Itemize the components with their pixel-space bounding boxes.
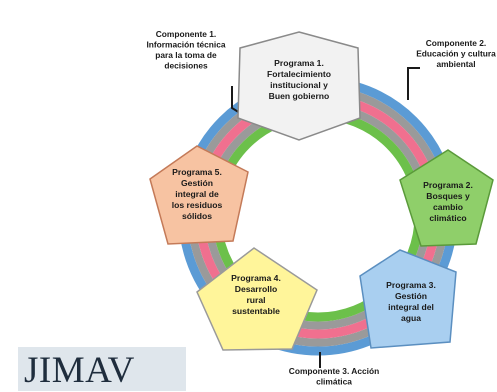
label-line: Programa 4. [231, 273, 281, 283]
label-line: Programa 3. [386, 280, 436, 290]
label-line: integral del [388, 302, 434, 312]
label-line: Programa 2. [423, 180, 473, 190]
label-line: Información técnica [146, 40, 225, 50]
label-line: climática [316, 377, 352, 387]
label-line: Bosques y [426, 191, 470, 201]
label-line: Fortalecimiento [267, 69, 331, 79]
label-line: rural [246, 295, 265, 305]
label-line: Buen gobierno [269, 91, 330, 101]
watermark-text: JIMAV [24, 350, 135, 391]
label-line: sustentable [232, 306, 280, 316]
program-1-pentagon [237, 31, 361, 141]
program-3-pentagon [359, 249, 457, 349]
label-line: Componente 3. Acción [289, 366, 379, 376]
label-line: integral de [175, 189, 219, 199]
label-line: Componente 2. [426, 38, 487, 48]
label-line: los residuos [172, 200, 223, 210]
label-line: Programa 1. [274, 58, 324, 68]
program-5-pentagon [149, 145, 249, 245]
label-line: institucional y [270, 80, 328, 90]
program-4-pentagon [196, 247, 318, 351]
label-line: Gestión [395, 291, 427, 301]
label-line: Educación y cultura [416, 49, 496, 59]
label-line: Gestión [181, 178, 213, 188]
connector-component-2 [407, 67, 420, 100]
label-line: ambiental [436, 59, 475, 69]
watermark-box: JIMAV [18, 347, 186, 391]
label-line: agua [401, 313, 421, 323]
program-2-pentagon [399, 149, 494, 247]
label-line: Componente 1. [156, 29, 217, 39]
label-line: cambio [433, 202, 463, 212]
label-line: climático [429, 213, 466, 223]
label-line: sólidos [182, 211, 212, 221]
label-line: Desarrollo [235, 284, 278, 294]
label-line: para la toma de [155, 50, 217, 60]
label-line: Programa 5. [172, 167, 222, 177]
label-line: decisiones [164, 61, 208, 71]
